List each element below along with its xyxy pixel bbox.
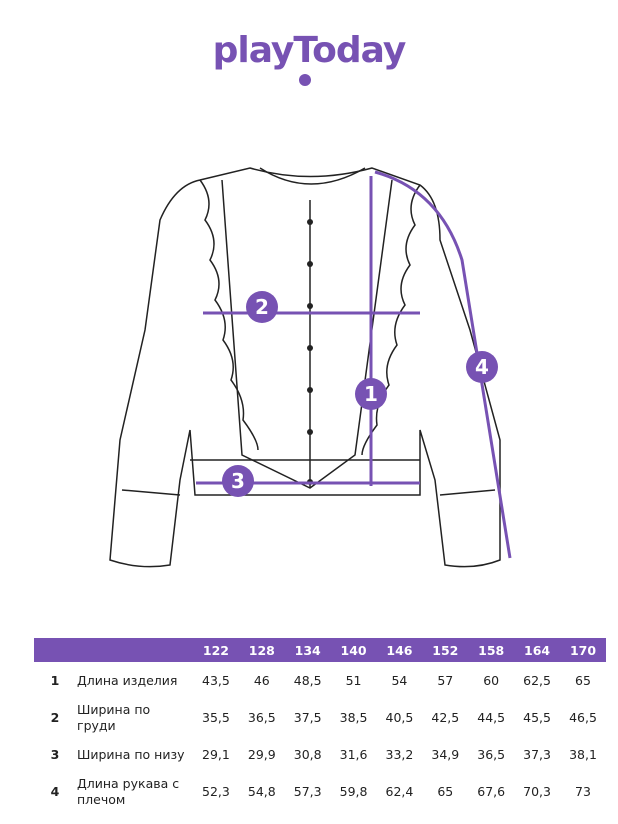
row-label: Ширина по груди [77, 701, 151, 733]
row-number: 1 [50, 673, 60, 688]
table-cell: 46,5 [569, 710, 597, 725]
table-cell: 42,5 [431, 710, 460, 725]
row-label: Ширина по низу [77, 746, 185, 762]
table-cell: 45,5 [523, 710, 551, 725]
marker-4-label: 4 [475, 355, 489, 379]
table-cell: 57 [437, 673, 454, 688]
marker-1-label: 1 [364, 382, 378, 406]
table-cell: 60 [483, 673, 500, 688]
table-cell: 35,5 [202, 710, 230, 725]
row-label: Длина изделия [77, 672, 178, 688]
table-row: 3 Ширина по низу 29,1 29,9 30,8 31,6 33,2 34,9 3… [34, 736, 606, 773]
table-cell: 73 [575, 784, 591, 799]
table-cell: 65 [575, 673, 591, 688]
table-cell: 37,3 [523, 747, 551, 762]
marker-4 [466, 351, 498, 383]
table-cell: 36,5 [477, 747, 506, 762]
measure-line-4 [374, 170, 512, 559]
row-number: 4 [50, 784, 60, 799]
table-cell: 29,1 [202, 747, 230, 762]
row-number: 3 [50, 747, 60, 762]
size-header-row: 122 128 134 140 146 152 158 164 170 [34, 638, 606, 662]
row-label: Длина рукава с плечом [77, 775, 180, 807]
table-cell: 40,5 [385, 710, 414, 725]
table-cell: 33,2 [385, 747, 414, 762]
size-header: 140 [340, 642, 367, 658]
table-cell: 51 [345, 673, 362, 688]
table-cell: 70,3 [523, 784, 551, 799]
size-header: 134 [294, 642, 321, 658]
table-cell: 52,3 [202, 784, 230, 799]
cardigan-illustration: 1 2 3 4 [109, 167, 512, 568]
table-cell: 43,5 [202, 673, 230, 688]
logo-dot [299, 74, 311, 86]
table-cell: 54,8 [247, 784, 276, 799]
table-cell: 46 [253, 673, 270, 688]
table-cell: 48,5 [293, 673, 322, 688]
table-row: 1 Длина изделия 43,5 46 48,5 51 54 57 60 62,5 65 [34, 662, 606, 699]
table-cell: 67,6 [477, 784, 506, 799]
marker-1 [355, 378, 387, 410]
marker-2 [246, 291, 278, 323]
table-cell: 34,9 [431, 747, 460, 762]
cardigan-outline [109, 167, 501, 568]
measure-markers: 1 2 3 4 [222, 291, 498, 497]
table-cell: 57,3 [293, 784, 322, 799]
row-number: 2 [50, 710, 60, 725]
marker-2-label: 2 [255, 295, 269, 319]
table-cell: 65 [437, 784, 454, 799]
size-header: 170 [569, 642, 597, 658]
table-cell: 54 [391, 673, 408, 688]
size-header: 122 [202, 642, 229, 658]
table-cell: 29,9 [247, 747, 276, 762]
marker-3 [222, 465, 254, 497]
table-cell: 38,5 [339, 710, 368, 725]
size-header: 128 [248, 642, 275, 658]
size-header: 158 [478, 642, 505, 658]
table-row: 2 Ширина по груди 35,5 36,5 37,5 38,5 40,5 42,5… [34, 699, 606, 736]
table-cell: 36,5 [247, 710, 276, 725]
measure-lines [196, 170, 512, 559]
brand-logo: playToday [212, 30, 407, 71]
table-cell: 31,6 [339, 747, 368, 762]
table-row: 4 Длина рукава с плечом 52,3 54,8 57,3 59,8 62… [34, 773, 606, 810]
table-cell: 38,1 [569, 747, 597, 762]
table-cell: 37,5 [293, 710, 322, 725]
table-cell: 62,4 [385, 784, 414, 799]
size-header: 164 [524, 642, 551, 658]
table-cell: 62,5 [523, 673, 551, 688]
table-cell: 59,8 [339, 784, 368, 799]
table-cell: 30,8 [293, 747, 322, 762]
marker-3-label: 3 [231, 469, 245, 493]
size-header: 146 [386, 642, 413, 658]
table-cell: 44,5 [477, 710, 506, 725]
size-header: 152 [432, 642, 459, 658]
